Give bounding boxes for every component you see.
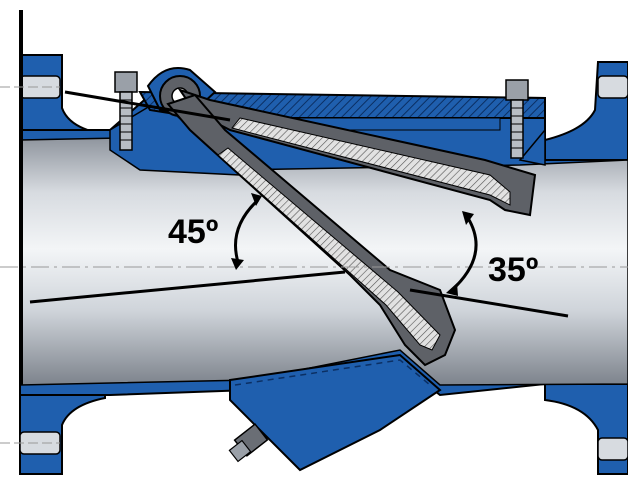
outlet-flange xyxy=(544,61,628,475)
seat-plane-line xyxy=(64,90,231,122)
open-angle-arrow xyxy=(231,193,262,270)
valve-disc-open xyxy=(166,93,457,367)
inlet-flange xyxy=(19,54,111,475)
flange-bolt-hole-top-left xyxy=(19,75,61,99)
closed-angle-arrow xyxy=(446,211,478,296)
bolt-icon xyxy=(505,79,529,159)
body-right-shoulder xyxy=(518,127,546,166)
flange-bolt-hole-top-right xyxy=(597,75,628,99)
flange-bolt-hole-bottom-right xyxy=(597,437,628,461)
plug-icon xyxy=(228,423,269,463)
flange-bolt-hole-bottom-left xyxy=(19,431,61,455)
bolt-icon xyxy=(114,71,138,151)
outlet-reference-line xyxy=(409,288,569,318)
open-angle-label: 45º xyxy=(168,213,218,251)
drain-boss xyxy=(229,353,442,472)
inlet-reference-line xyxy=(29,270,346,304)
closed-angle-label: 35º xyxy=(488,251,538,289)
